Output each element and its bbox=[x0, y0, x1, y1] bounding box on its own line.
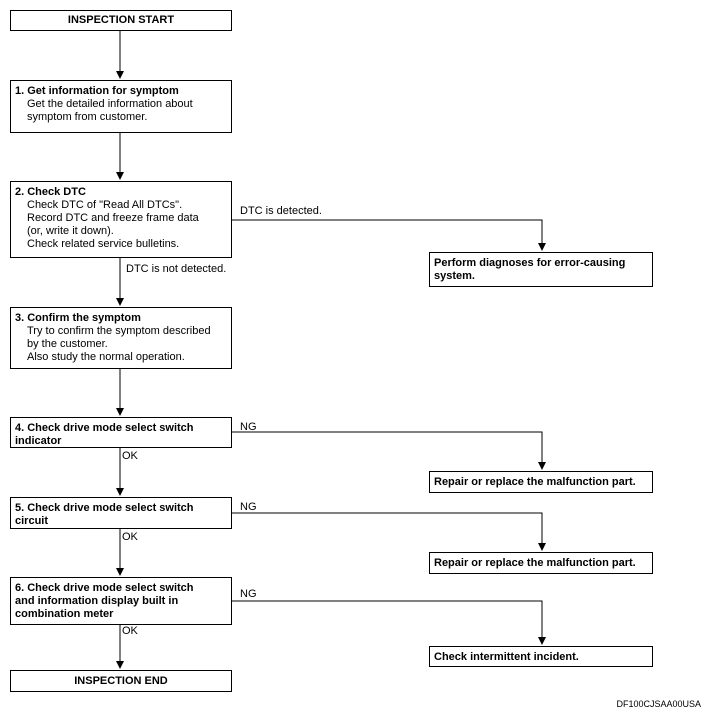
result-5-box: Repair or replace the malfunction part. bbox=[429, 552, 653, 574]
step-3-line: Try to confirm the symptom described bbox=[27, 325, 211, 337]
ok-label-4: OK bbox=[122, 450, 138, 462]
step-3-box: 3. Confirm the symptom Try to confirm th… bbox=[10, 307, 232, 369]
arrow-ng5 bbox=[232, 512, 546, 551]
step-3-line: by the customer. bbox=[27, 338, 108, 350]
figure-id: DF100CJSAA00USA bbox=[616, 699, 701, 709]
step-2-line: Check DTC of "Read All DTCs". bbox=[27, 199, 183, 211]
step-4-title: 4. Check drive mode select switch bbox=[15, 422, 194, 434]
step-1-title: 1. Get information for symptom bbox=[15, 85, 179, 97]
step-6-title: 6. Check drive mode select switch bbox=[15, 582, 194, 594]
ok-label-5: OK bbox=[122, 531, 138, 543]
inspection-end-box: INSPECTION END bbox=[10, 670, 232, 692]
step-2-box: 2. Check DTC Check DTC of "Read All DTCs… bbox=[10, 181, 232, 258]
step-6-title: and information display built in bbox=[15, 595, 179, 607]
step-3-title: 3. Confirm the symptom bbox=[15, 312, 141, 324]
arrow-ng6 bbox=[232, 600, 546, 645]
step-2-line: Record DTC and freeze frame data bbox=[27, 212, 199, 224]
result-dtc-line: Perform diagnoses for error-causing bbox=[434, 257, 626, 269]
step-4-box: 4. Check drive mode select switch indica… bbox=[10, 417, 232, 448]
ng-label-5: NG bbox=[240, 501, 257, 513]
step-1-line: symptom from customer. bbox=[27, 111, 148, 123]
step-5-title: 5. Check drive mode select switch bbox=[15, 502, 194, 514]
ng-label-4: NG bbox=[240, 421, 257, 433]
ng-label-6: NG bbox=[240, 588, 257, 600]
arrow-dtc-detected bbox=[232, 219, 546, 251]
inspection-start-label: INSPECTION START bbox=[67, 14, 175, 26]
step-2-title: 2. Check DTC bbox=[15, 186, 86, 198]
step-4-title: indicator bbox=[15, 435, 62, 447]
step-6-box: 6. Check drive mode select switch and in… bbox=[10, 577, 232, 625]
arrow-ng4 bbox=[232, 431, 546, 470]
step-5-box: 5. Check drive mode select switch circui… bbox=[10, 497, 232, 529]
inspection-start-box: INSPECTION START bbox=[10, 10, 232, 31]
result-4-box: Repair or replace the malfunction part. bbox=[429, 471, 653, 493]
result-6-box: Check intermittent incident. bbox=[429, 646, 653, 667]
step-2-line: Check related service bulletins. bbox=[27, 238, 180, 250]
step-3-line: Also study the normal operation. bbox=[27, 351, 185, 363]
dtc-detected-label: DTC is detected. bbox=[240, 205, 322, 217]
inspection-end-label: INSPECTION END bbox=[74, 674, 168, 687]
result-5-label: Repair or replace the malfunction part. bbox=[434, 557, 636, 569]
step-1-line: Get the detailed information about bbox=[27, 98, 193, 110]
step-2-line: (or, write it down). bbox=[27, 225, 114, 237]
dtc-not-detected-label: DTC is not detected. bbox=[126, 263, 227, 275]
result-6-label: Check intermittent incident. bbox=[434, 651, 579, 663]
step-6-title: combination meter bbox=[15, 608, 114, 620]
step-5-title: circuit bbox=[15, 515, 49, 527]
result-dtc-box: Perform diagnoses for error-causing syst… bbox=[429, 252, 653, 287]
ok-label-6: OK bbox=[122, 625, 138, 637]
result-4-label: Repair or replace the malfunction part. bbox=[434, 476, 636, 488]
result-dtc-line: system. bbox=[434, 270, 475, 282]
step-1-box: 1. Get information for symptom Get the d… bbox=[10, 80, 232, 133]
